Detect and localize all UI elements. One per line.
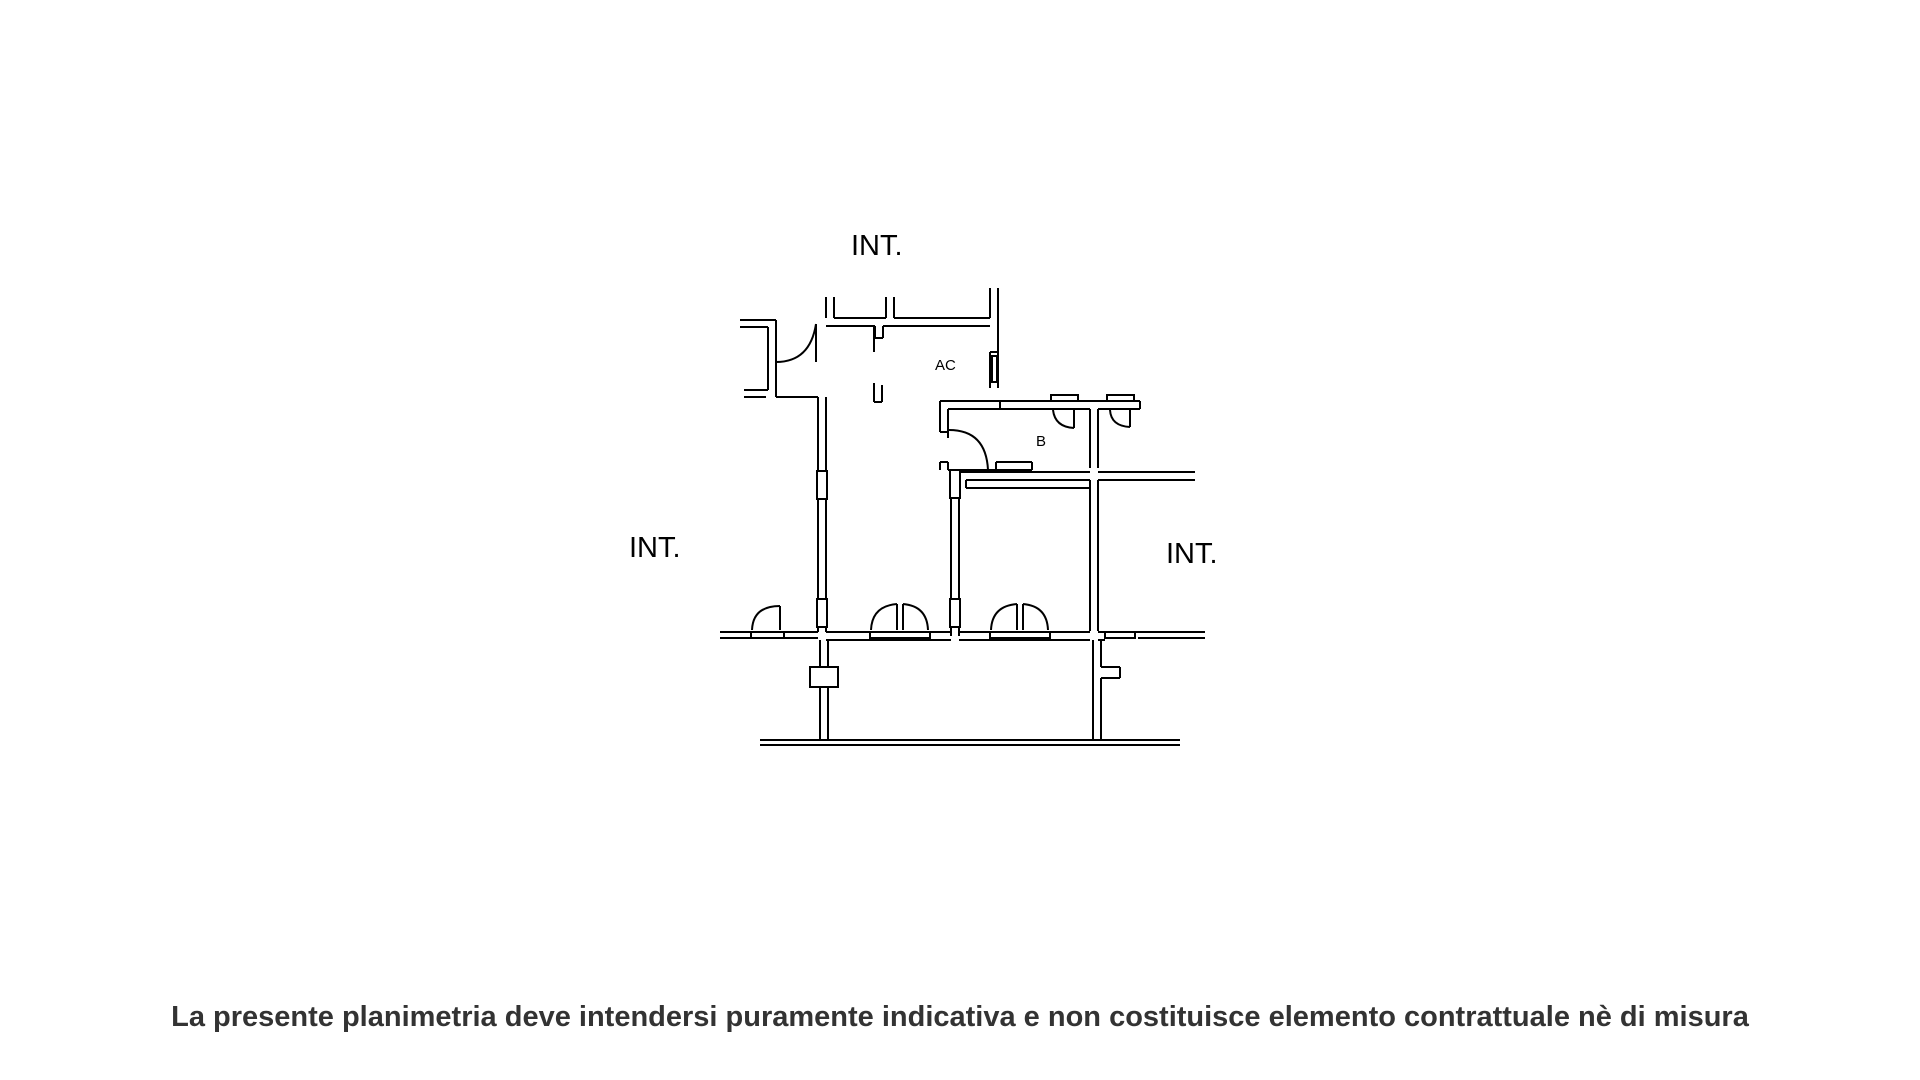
upper-left-room bbox=[740, 319, 818, 398]
middle-wall bbox=[949, 469, 1195, 636]
label-int-top: INT. bbox=[851, 230, 903, 262]
label-int-right: INT. bbox=[1166, 538, 1218, 570]
label-int-left: INT. bbox=[629, 532, 681, 564]
label-room-b: B bbox=[1036, 433, 1047, 450]
top-walls bbox=[825, 288, 999, 352]
terrace bbox=[760, 640, 1180, 746]
facade bbox=[720, 603, 1205, 641]
label-room-ac: AC bbox=[935, 357, 956, 374]
corridor-b bbox=[939, 394, 1141, 468]
inner-partition bbox=[873, 326, 999, 403]
b-room bbox=[939, 429, 1033, 473]
main-left-wall bbox=[816, 397, 828, 632]
disclaimer-text: La presente planimetria deve intendersi … bbox=[171, 1001, 1749, 1033]
